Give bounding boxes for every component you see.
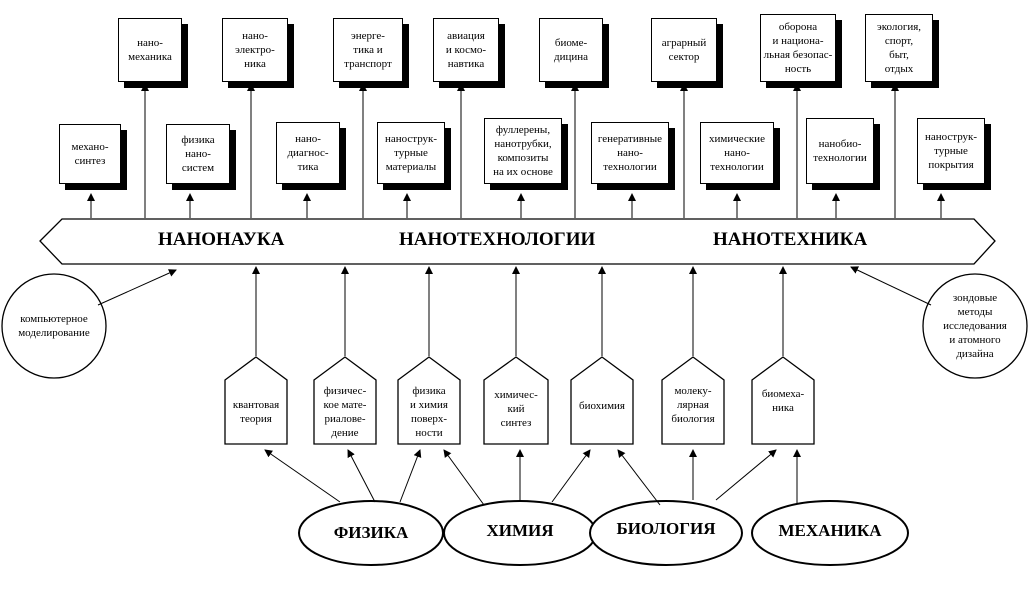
house-biochemistry: биохимия: [578, 400, 625, 412]
house-to-band-arrows: [252, 266, 787, 356]
mid-box-chemical-nanotech: химические нано- технологии: [700, 122, 774, 184]
house-molecular-biology: молеку- лярная биология: [671, 385, 715, 425]
ellipse-chemistry: ХИМИЯ: [486, 521, 554, 540]
mid-box-mechanosynthesis: механо- синтез: [59, 124, 121, 184]
ellipse-physics: ФИЗИКА: [333, 523, 409, 542]
house-surface-physics-chemistry: физика и химия поверх- ности: [410, 385, 448, 439]
mid-box-fullerenes: фуллерены, нанотрубки, композиты на их о…: [484, 118, 562, 184]
top-box-biomedicine: биоме- дицина: [539, 18, 603, 82]
top-box-ecology: экология, спорт, быт, отдых: [865, 14, 933, 82]
house-quantum-theory: квантовая теория: [232, 399, 280, 425]
band-label-nanoengineering: НАНОТЕХНИКА: [713, 229, 868, 250]
ellipse-mechanics: МЕХАНИКА: [778, 521, 882, 540]
mid-box-nanobiotech: нанобио- технологии: [806, 118, 874, 184]
mid-box-nanosystems-physics: физика нано- систем: [166, 124, 230, 184]
house-physical-materials-science: физичес- кое мате- риалове- дение: [323, 385, 367, 439]
mid-box-nanostructured-coatings: нанострук- турные покрытия: [917, 118, 985, 184]
mid-box-generative-nanotech: генеративные нано- технологии: [591, 122, 669, 184]
house-shapes: [224, 356, 815, 445]
top-box-defense: оборона и национа- льная безопас- ность: [760, 14, 836, 82]
ellipse-to-house-arrows: [264, 449, 801, 506]
band-label-nanoscience: НАНОНАУКА: [158, 229, 285, 250]
right-circle-shape: [922, 273, 1028, 379]
band-to-top-arrows: [141, 83, 899, 218]
house-chemical-synthesis: химичес- кий синтез: [494, 389, 538, 429]
mid-box-nanodiagnostics: нано- диагнос- тика: [276, 122, 340, 184]
ellipse-shapes: [298, 500, 909, 566]
left-circle-shape: [1, 273, 107, 379]
top-box-agrarian: аграрный сектор: [651, 18, 717, 82]
central-band: [39, 218, 996, 265]
top-box-aviation-space: авиация и космо- навтика: [433, 18, 499, 82]
band-label-nanotechnology: НАНОТЕХНОЛОГИИ: [399, 229, 596, 250]
house-biomechanics: биомеха- ника: [761, 388, 805, 414]
top-box-energy-transport: энерге- тика и транспорт: [333, 18, 403, 82]
band-to-mid-arrows: [87, 193, 945, 218]
top-box-nanomechanics: нано- механика: [118, 18, 182, 82]
mid-box-nanostructured-materials: нанострук- турные материалы: [377, 122, 445, 184]
ellipse-biology: БИОЛОГИЯ: [616, 519, 716, 538]
top-box-nanoelectronics: нано- электро- ника: [222, 18, 288, 82]
circle-arrows: [97, 266, 932, 306]
right-circle-probe-methods: зондовые методы исследования и атомного …: [943, 292, 1007, 360]
left-circle-computer-modeling: компьютерное моделирование: [18, 313, 90, 339]
